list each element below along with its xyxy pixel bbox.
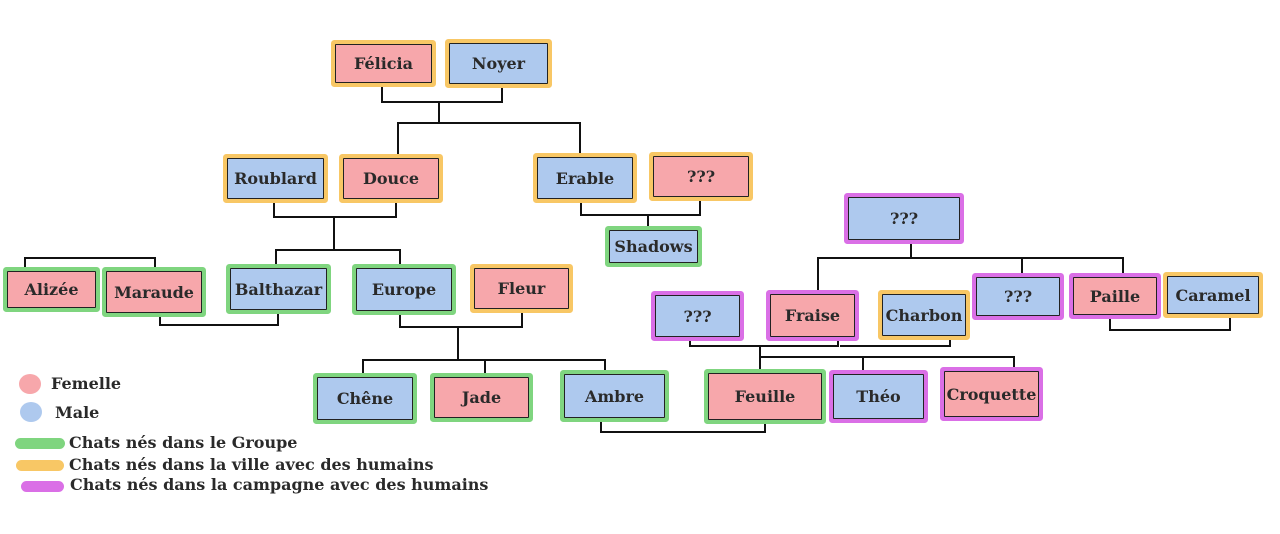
- cat-fleur: Fleur: [474, 268, 569, 309]
- link-theo: [760, 356, 864, 373]
- link-europe-children: [362, 327, 459, 376]
- legend-male-label: Male: [55, 403, 100, 422]
- link-paille-caramel: [1109, 314, 1231, 331]
- link-felicia-noyer: [381, 83, 503, 103]
- cat-theo: Théo: [833, 374, 924, 419]
- link-croquette: [863, 356, 1015, 371]
- link-roublard-children: [275, 217, 335, 267]
- cat-unknown1: ???: [653, 156, 749, 197]
- cat-unknown3: ???: [655, 295, 740, 337]
- cat-top-unknown: ???: [848, 197, 960, 240]
- legend-femelle-dot: [19, 374, 41, 394]
- legend-campagne-label: Chats nés dans la campagne avec des huma…: [70, 475, 489, 494]
- cat-shadows: Shadows: [609, 230, 698, 263]
- link-erable-unknown: [580, 197, 701, 216]
- legend-groupe-bar: [15, 438, 65, 449]
- cat-europe: Europe: [356, 268, 452, 311]
- cat-croquette: Croquette: [944, 371, 1039, 417]
- link-felicia-children: [397, 102, 440, 156]
- link-jade: [458, 359, 486, 376]
- cat-noyer: Noyer: [449, 43, 548, 84]
- link-felicia-erable: [439, 122, 581, 155]
- link-roublard-douce: [273, 199, 397, 218]
- cat-felicia: Félicia: [335, 44, 432, 83]
- link-balthazar-europe: [276, 249, 401, 265]
- cat-chene: Chêne: [317, 377, 413, 420]
- cat-balthazar: Balthazar: [230, 268, 327, 310]
- cat-jade: Jade: [434, 377, 529, 418]
- cat-alizee: Alizée: [7, 271, 96, 308]
- link-ambre-feuille: [600, 418, 766, 433]
- legend-male-dot: [20, 402, 42, 422]
- link-europe-fleur: [399, 309, 523, 328]
- link-alizee-maraude: [24, 257, 156, 271]
- link-unknown4: [911, 257, 1023, 276]
- cat-erable: Erable: [537, 157, 633, 199]
- cat-unknown4: ???: [976, 277, 1060, 316]
- legend-ville-bar: [16, 460, 64, 471]
- legend-femelle-label: Femelle: [51, 374, 122, 393]
- legend-groupe-label: Chats nés dans le Groupe: [69, 433, 298, 452]
- legend-campagne-bar: [21, 481, 64, 492]
- legend-ville-label: Chats nés dans la ville avec des humains: [69, 455, 434, 474]
- cat-fraise: Fraise: [770, 294, 855, 337]
- cat-charbon: Charbon: [882, 294, 966, 336]
- cat-paille: Paille: [1073, 277, 1157, 315]
- cat-roublard: Roublard: [227, 158, 324, 199]
- cat-maraude: Maraude: [106, 271, 202, 313]
- link-ambre: [485, 359, 606, 373]
- cat-ambre: Ambre: [564, 374, 665, 418]
- link-paille: [1022, 257, 1124, 276]
- link-top-unknown: [817, 240, 912, 291]
- cat-caramel: Caramel: [1167, 276, 1259, 314]
- link-unknown2-fraise: [689, 337, 839, 347]
- cat-douce: Douce: [343, 158, 439, 199]
- cat-feuille: Feuille: [708, 373, 822, 420]
- link-maraude-balthazar: [159, 310, 279, 326]
- link-fraise-charbon: [840, 336, 951, 347]
